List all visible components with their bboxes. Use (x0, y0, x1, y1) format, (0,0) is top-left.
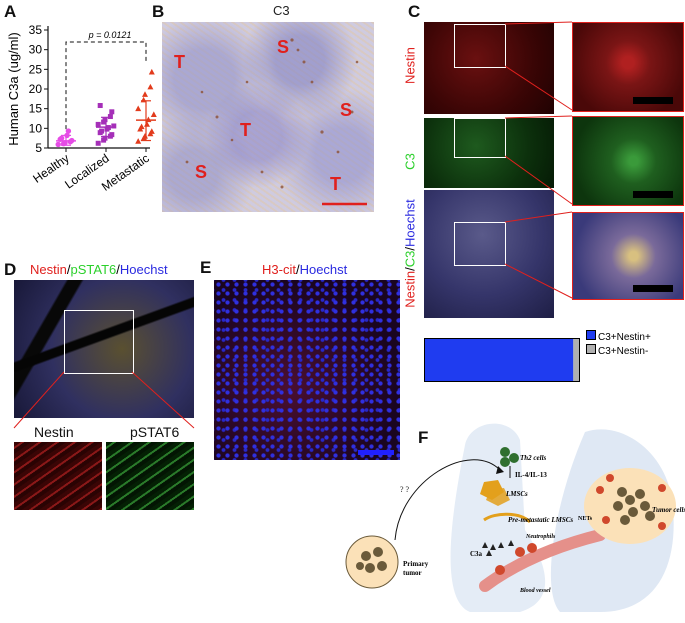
region-label-t1: T (174, 52, 185, 72)
data-point (107, 114, 113, 120)
region-label-s2: S (340, 100, 353, 120)
y-tick-label: 35 (29, 23, 43, 37)
nestin-image (424, 22, 554, 114)
nestin-zoom (572, 22, 684, 112)
panel-label-d: D (4, 260, 17, 279)
legend-item-c3-only: C3+Nestin- (586, 344, 651, 358)
data-point (99, 128, 105, 134)
proportion-bar (424, 338, 580, 382)
svg-text:C3a: C3a (470, 550, 483, 558)
d-zoom-connectors (13, 371, 195, 429)
panel-label-b: B (152, 2, 165, 21)
data-point (109, 109, 115, 115)
merge-image (424, 190, 554, 318)
svg-text:tumor: tumor (403, 569, 422, 577)
d-sub-label-pstat6: pSTAT6 (130, 424, 180, 440)
panel-e-title: H3-cit/Hoechst (262, 262, 348, 277)
d-pstat6-zoom (106, 442, 194, 510)
d-sub-label-nestin: Nestin (34, 424, 74, 440)
data-point (95, 121, 101, 127)
data-point (58, 135, 65, 141)
svg-text:Tumor cells: Tumor cells (652, 506, 685, 514)
d-nestin-zoom (14, 442, 102, 510)
y-tick-label: 15 (29, 102, 43, 116)
y-tick-label: 30 (29, 43, 43, 57)
y-tick-label: 5 (35, 141, 42, 155)
panel-label-f: F (418, 428, 429, 447)
panel-label-c: C (408, 2, 421, 21)
panel-label-e: E (200, 258, 212, 277)
y-tick-label: 10 (29, 121, 43, 135)
data-point (109, 132, 115, 138)
svg-text:Blood vessel: Blood vessel (519, 588, 551, 594)
data-point (142, 91, 148, 97)
svg-text:Th2 cells: Th2 cells (520, 454, 547, 462)
svg-text:LMSCs: LMSCs (505, 490, 528, 498)
y-axis-label: Human C3a (ug/ml) (6, 32, 21, 145)
data-point (102, 117, 108, 123)
ihc-micrograph: T S T S S T (162, 22, 374, 212)
y-tick-label: 25 (29, 62, 43, 76)
data-point (65, 128, 72, 134)
svg-text:Primary: Primary (403, 560, 429, 568)
region-label-t3: T (330, 174, 341, 194)
svg-text:Pre-metastatic LMSCs: Pre-metastatic LMSCs (508, 516, 573, 524)
panel-d-title: Nestin/pSTAT6/Hoechst (30, 262, 168, 277)
svg-text:NETs: NETs (578, 516, 593, 522)
bar-legend: C3+Nestin+ C3+Nestin- (586, 330, 651, 358)
region-label-s1: S (277, 37, 290, 57)
data-point (148, 68, 155, 75)
data-point (138, 123, 145, 130)
panel-b-title: C3 (273, 3, 290, 18)
data-point (97, 103, 103, 109)
data-point (111, 123, 117, 129)
e-image (214, 280, 400, 460)
merge-zoom (572, 212, 684, 300)
svg-text:IL-4/IL-13: IL-4/IL-13 (515, 471, 547, 479)
y-tick-label: 20 (29, 82, 43, 96)
data-point (55, 141, 61, 148)
p-value-annotation: p = 0.0121 (88, 30, 132, 40)
svg-text:? ?: ? ? (400, 485, 410, 494)
c3-image (424, 118, 554, 188)
data-point (135, 138, 142, 144)
c3-zoom (572, 116, 684, 206)
data-point (147, 83, 154, 90)
legend-item-double-positive: C3+Nestin+ (586, 330, 651, 344)
region-label-t2: T (240, 120, 251, 140)
data-point (150, 111, 157, 117)
data-point (148, 128, 155, 134)
data-point (135, 105, 142, 112)
data-point (102, 135, 108, 141)
svg-text:Neutrophils: Neutrophils (525, 534, 556, 540)
panel-label-a: A (4, 2, 17, 21)
significance-bracket (65, 41, 147, 130)
region-label-s3: S (195, 162, 208, 182)
data-point (95, 140, 101, 146)
